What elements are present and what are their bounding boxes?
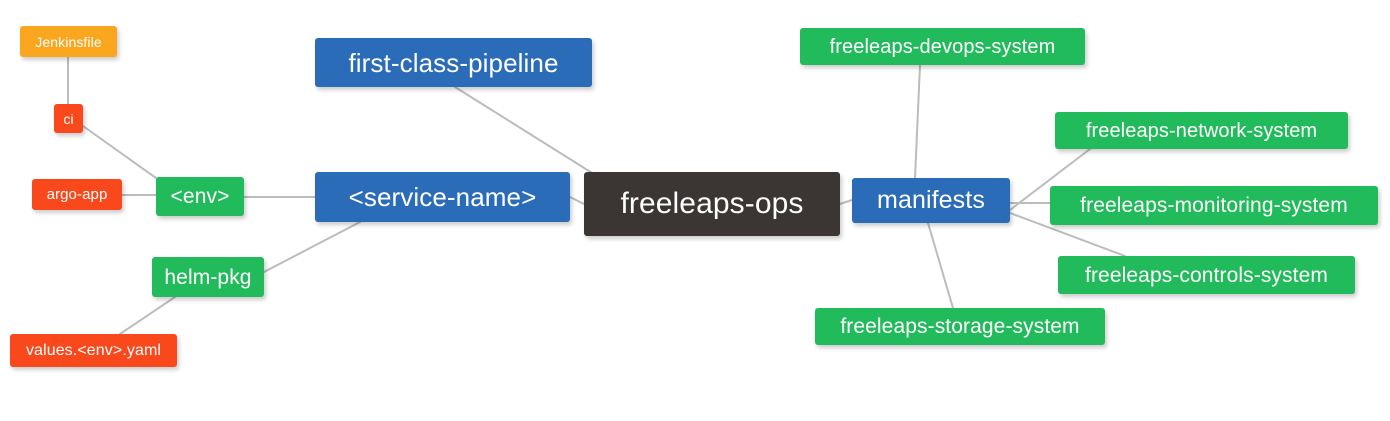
node-helm-pkg[interactable]: helm-pkg (152, 257, 264, 297)
edge-freeleaps-ops-to-service-name (569, 196, 585, 205)
node-jenkinsfile[interactable]: Jenkinsfile (20, 26, 117, 57)
node-freeleaps-devops-system[interactable]: freeleaps-devops-system (800, 28, 1085, 65)
node-env[interactable]: <env> (156, 177, 244, 216)
node-service-name[interactable]: <service-name> (315, 172, 570, 222)
node-freeleaps-controls-system[interactable]: freeleaps-controls-system (1058, 256, 1355, 294)
edge-manifests-to-freeleaps-devops-system (914, 64, 921, 179)
node-label-freeleaps-devops-system: freeleaps-devops-system (829, 35, 1056, 58)
node-label-service-name: <service-name> (348, 182, 537, 212)
node-label-freeleaps-ops: freeleaps-ops (620, 187, 804, 220)
node-label-freeleaps-network-system: freeleaps-network-system (1085, 119, 1318, 142)
node-label-first-class-pipeline: first-class-pipeline (348, 47, 559, 78)
node-argo-app[interactable]: argo-app (32, 179, 122, 210)
node-label-jenkinsfile: Jenkinsfile (35, 33, 102, 50)
edge-manifests-to-freeleaps-storage-system (927, 222, 954, 309)
node-label-freeleaps-monitoring-system: freeleaps-monitoring-system (1080, 194, 1348, 217)
node-label-values-env-yaml: values.<env>.yaml (25, 341, 162, 359)
node-label-freeleaps-controls-system: freeleaps-controls-system (1085, 263, 1328, 287)
node-label-freeleaps-storage-system: freeleaps-storage-system (840, 315, 1080, 338)
node-label-argo-app: argo-app (46, 186, 108, 203)
node-label-ci: ci (63, 110, 74, 127)
edge-freeleaps-ops-to-manifests (839, 199, 853, 205)
node-label-manifests: manifests (877, 186, 985, 214)
edge-freeleaps-ops-to-first-class-pipeline (454, 86, 598, 177)
node-label-helm-pkg: helm-pkg (164, 265, 252, 289)
edge-service-name-to-helm-pkg (263, 221, 361, 273)
node-manifests[interactable]: manifests (852, 178, 1010, 223)
node-ci[interactable]: ci (54, 104, 83, 133)
node-freeleaps-network-system[interactable]: freeleaps-network-system (1055, 112, 1348, 149)
node-freeleaps-monitoring-system[interactable]: freeleaps-monitoring-system (1050, 186, 1378, 225)
node-values-env-yaml[interactable]: values.<env>.yaml (10, 334, 177, 367)
node-freeleaps-ops[interactable]: freeleaps-ops (584, 172, 840, 236)
node-freeleaps-storage-system[interactable]: freeleaps-storage-system (815, 308, 1105, 345)
node-first-class-pipeline[interactable]: first-class-pipeline (315, 38, 592, 87)
node-label-env: <env> (170, 185, 230, 208)
edge-helm-pkg-to-values-env-yaml (119, 296, 176, 335)
